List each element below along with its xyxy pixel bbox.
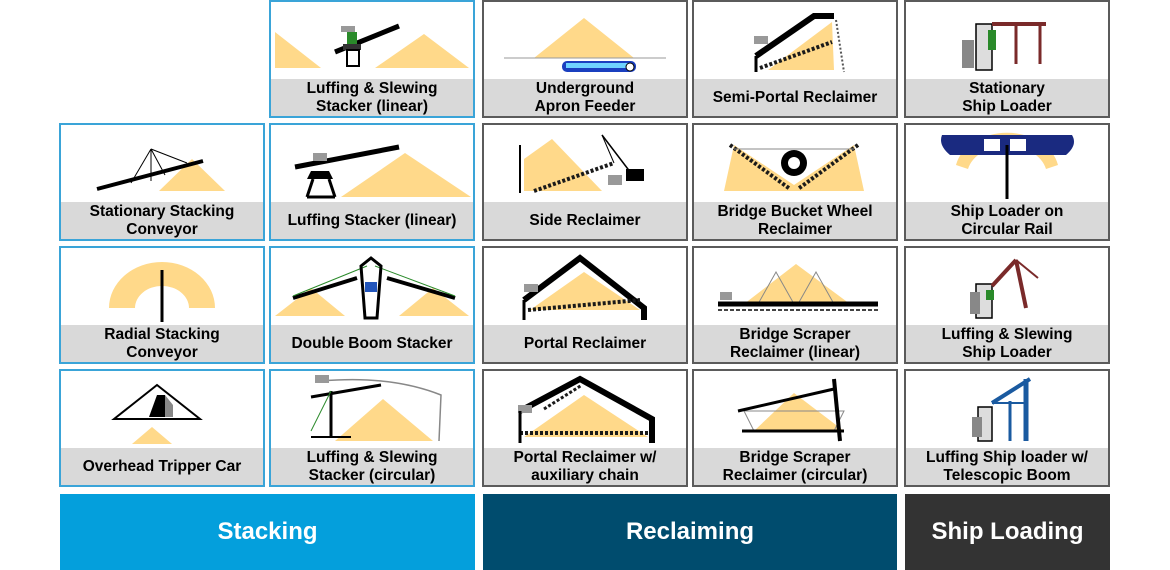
side-reclaimer-label: Side Reclaimer [484,202,686,239]
double-boom-stacker-illustration [271,248,473,325]
ship-loader-circular-rail-label: Ship Loader on Circular Rail [906,202,1108,239]
luffing-slewing-ship-loader-label: Luffing & Slewing Ship Loader [906,325,1108,362]
card-radial-stacking-conveyor[interactable]: Radial Stacking Conveyor [59,246,265,364]
underground-apron-feeder-illustration [484,2,686,79]
card-luffing-slewing-stacker-linear[interactable]: Luffing & Slewing Stacker (linear) [269,0,475,118]
bridge-scraper-reclaimer-circular-label: Bridge Scraper Reclaimer (circular) [694,448,896,485]
luffing-ship-loader-telescopic-label: Luffing Ship loader w/ Telescopic Boom [906,448,1108,485]
radial-stacking-conveyor-illustration [61,248,263,325]
card-side-reclaimer[interactable]: Side Reclaimer [482,123,688,241]
card-bridge-scraper-reclaimer-circular[interactable]: Bridge Scraper Reclaimer (circular) [692,369,898,487]
radial-stacking-conveyor-label: Radial Stacking Conveyor [61,325,263,362]
bridge-scraper-reclaimer-linear-label: Bridge Scraper Reclaimer (linear) [694,325,896,362]
double-boom-stacker-label: Double Boom Stacker [271,325,473,362]
reclaiming-category-band: Reclaiming [483,494,897,570]
bridge-scraper-reclaimer-linear-illustration [694,248,896,325]
luffing-slewing-stacker-circular-label: Luffing & Slewing Stacker (circular) [271,448,473,485]
overhead-tripper-car-illustration [61,371,263,448]
stationary-ship-loader-label: Stationary Ship Loader [906,79,1108,116]
portal-reclaimer-aux-chain-illustration [484,371,686,448]
luffing-slewing-ship-loader-illustration [906,248,1108,325]
bridge-scraper-reclaimer-circular-illustration [694,371,896,448]
luffing-ship-loader-telescopic-illustration [906,371,1108,448]
card-luffing-stacker-linear[interactable]: Luffing Stacker (linear) [269,123,475,241]
side-reclaimer-illustration [484,125,686,202]
luffing-slewing-stacker-linear-illustration [271,2,473,79]
card-bridge-bucket-wheel-reclaimer[interactable]: Bridge Bucket Wheel Reclaimer [692,123,898,241]
overhead-tripper-car-label: Overhead Tripper Car [61,448,263,485]
luffing-stacker-linear-label: Luffing Stacker (linear) [271,202,473,239]
card-stationary-stacking-conveyor[interactable]: Stationary Stacking Conveyor [59,123,265,241]
card-overhead-tripper-car[interactable]: Overhead Tripper Car [59,369,265,487]
card-luffing-slewing-stacker-circular[interactable]: Luffing & Slewing Stacker (circular) [269,369,475,487]
luffing-slewing-stacker-circular-illustration [271,371,473,448]
portal-reclaimer-aux-chain-label: Portal Reclaimer w/ auxiliary chain [484,448,686,485]
semi-portal-reclaimer-illustration [694,2,896,79]
bridge-bucket-wheel-reclaimer-label: Bridge Bucket Wheel Reclaimer [694,202,896,239]
card-underground-apron-feeder[interactable]: Underground Apron Feeder [482,0,688,118]
ship-loader-circular-rail-illustration [906,125,1108,202]
card-portal-reclaimer-aux-chain[interactable]: Portal Reclaimer w/ auxiliary chain [482,369,688,487]
stationary-ship-loader-illustration [906,2,1108,79]
stationary-stacking-conveyor-illustration [61,125,263,202]
ship-loading-category-band: Ship Loading [905,494,1110,570]
card-semi-portal-reclaimer[interactable]: Semi-Portal Reclaimer [692,0,898,118]
luffing-stacker-linear-illustration [271,125,473,202]
card-portal-reclaimer[interactable]: Portal Reclaimer [482,246,688,364]
luffing-slewing-stacker-linear-label: Luffing & Slewing Stacker (linear) [271,79,473,116]
card-luffing-slewing-ship-loader[interactable]: Luffing & Slewing Ship Loader [904,246,1110,364]
card-bridge-scraper-reclaimer-linear[interactable]: Bridge Scraper Reclaimer (linear) [692,246,898,364]
underground-apron-feeder-label: Underground Apron Feeder [484,79,686,116]
bridge-bucket-wheel-reclaimer-illustration [694,125,896,202]
card-stationary-ship-loader[interactable]: Stationary Ship Loader [904,0,1110,118]
card-double-boom-stacker[interactable]: Double Boom Stacker [269,246,475,364]
portal-reclaimer-label: Portal Reclaimer [484,325,686,362]
portal-reclaimer-illustration [484,248,686,325]
stacking-category-band: Stacking [60,494,475,570]
semi-portal-reclaimer-label: Semi-Portal Reclaimer [694,79,896,116]
stationary-stacking-conveyor-label: Stationary Stacking Conveyor [61,202,263,239]
card-luffing-ship-loader-telescopic[interactable]: Luffing Ship loader w/ Telescopic Boom [904,369,1110,487]
card-ship-loader-circular-rail[interactable]: Ship Loader on Circular Rail [904,123,1110,241]
